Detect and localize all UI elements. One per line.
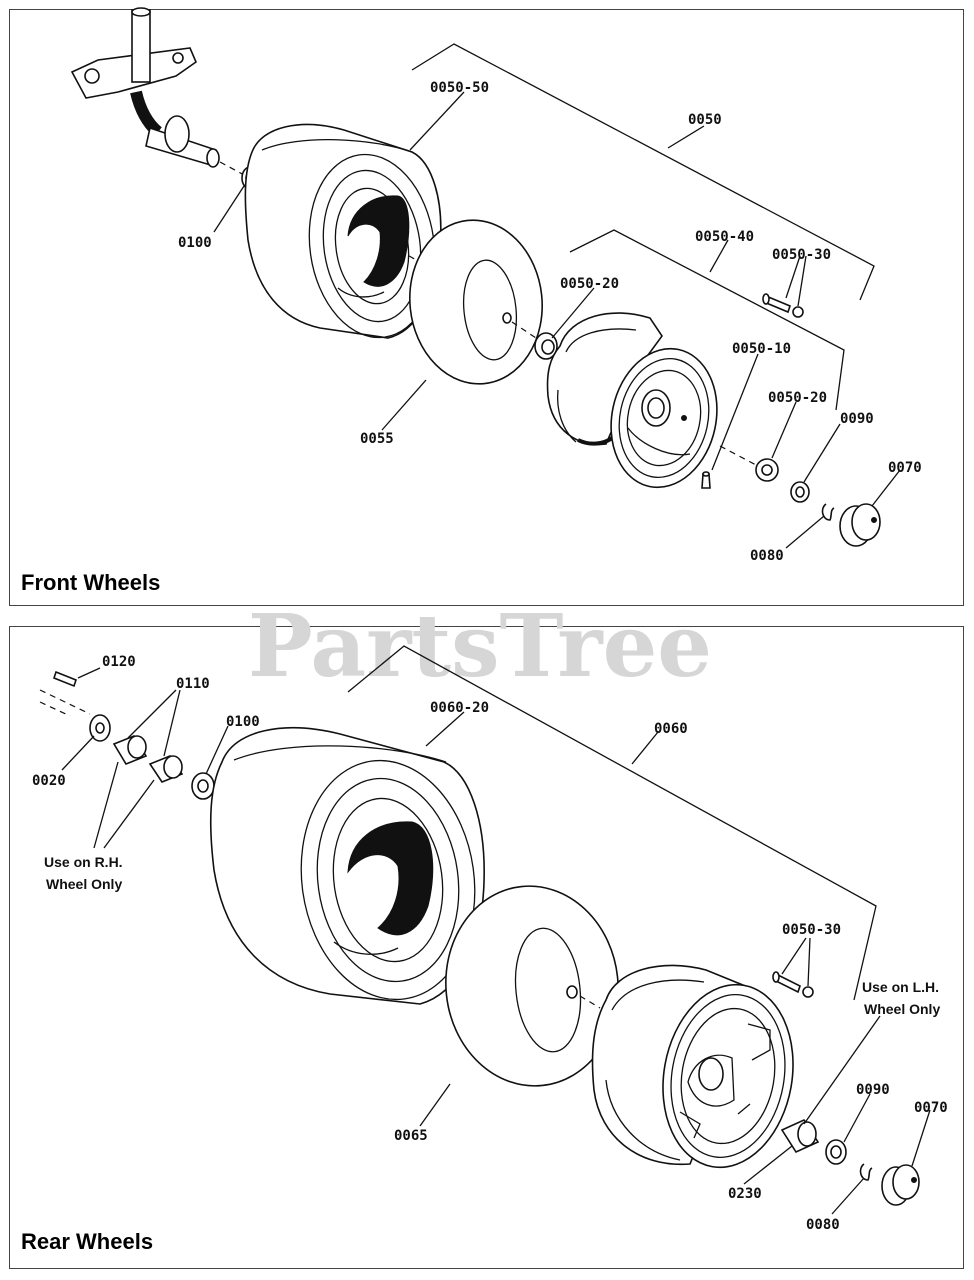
cap-0070-front xyxy=(839,503,881,547)
label-0080-front: 0080 xyxy=(750,548,784,564)
rear-tube xyxy=(445,885,619,1087)
bearing-0050-20-inner xyxy=(534,332,558,360)
front-wheels-title: Front Wheels xyxy=(21,570,160,595)
bolt-0050-30-rear xyxy=(772,971,814,998)
rear-wheels-drawing: 0120 0110 0100 0060-20 0060 0020 Use on … xyxy=(21,645,948,1254)
label-0060-20: 0060-20 xyxy=(430,700,489,716)
washer-0020 xyxy=(89,714,111,742)
pin-0120 xyxy=(53,670,77,688)
label-0050-10: 0050-10 xyxy=(732,341,791,357)
label-0050: 0050 xyxy=(688,112,722,128)
bearing-0050-20-outer xyxy=(755,458,779,482)
cap-0070-rear xyxy=(881,1164,920,1206)
rear-rim xyxy=(591,964,794,1169)
label-0080-rear: 0080 xyxy=(806,1217,840,1233)
front-rim xyxy=(546,312,718,489)
valve-stem-front xyxy=(701,471,711,489)
label-0050-30-front: 0050-30 xyxy=(772,247,831,263)
label-0050-30-rear: 0050-30 xyxy=(782,922,841,938)
label-0100-rear: 0100 xyxy=(226,714,260,730)
label-0020: 0020 xyxy=(32,773,66,789)
clip-0080-rear xyxy=(859,1163,873,1181)
bracket-0050 xyxy=(411,43,875,301)
label-0090-rear: 0090 xyxy=(856,1082,890,1098)
spacers-0110 xyxy=(112,735,184,783)
label-0060: 0060 xyxy=(654,721,688,737)
label-0070-rear: 0070 xyxy=(914,1100,948,1116)
label-0055: 0055 xyxy=(360,431,394,447)
front-tire xyxy=(244,123,442,339)
front-wheels-drawing: 0050-50 0050 0100 0050-40 0050-30 0050-2… xyxy=(21,7,922,595)
label-0090-front: 0090 xyxy=(840,411,874,427)
spindle-assembly xyxy=(70,7,220,168)
bolt-0050-30-front xyxy=(762,293,804,318)
label-0065: 0065 xyxy=(394,1128,428,1144)
label-0110: 0110 xyxy=(176,676,210,692)
note-lh-line1: Use on L.H. xyxy=(862,979,939,995)
bracket-0060 xyxy=(347,645,877,1001)
partstree-watermark: PartsTree xyxy=(248,596,712,697)
spacer-0230 xyxy=(780,1118,820,1154)
clip-0080-front xyxy=(821,503,835,521)
label-0100-front: 0100 xyxy=(178,235,212,251)
note-rh-line1: Use on R.H. xyxy=(44,854,123,870)
washer-0090-rear xyxy=(825,1139,847,1165)
label-0050-40: 0050-40 xyxy=(695,229,754,245)
label-0050-50: 0050-50 xyxy=(430,80,489,96)
washer-0090-front xyxy=(790,481,810,503)
bracket-0050-40 xyxy=(569,229,845,411)
washer-0100-rear xyxy=(191,772,215,800)
front-tube xyxy=(409,219,543,385)
label-0120: 0120 xyxy=(102,654,136,670)
label-0050-20-outer: 0050-20 xyxy=(768,390,827,406)
note-rh-line2: Wheel Only xyxy=(46,876,122,892)
note-lh-line2: Wheel Only xyxy=(864,1001,940,1017)
label-0230: 0230 xyxy=(728,1186,762,1202)
label-0050-20-inner: 0050-20 xyxy=(560,276,619,292)
label-0070-front: 0070 xyxy=(888,460,922,476)
rear-wheels-title: Rear Wheels xyxy=(21,1229,153,1254)
